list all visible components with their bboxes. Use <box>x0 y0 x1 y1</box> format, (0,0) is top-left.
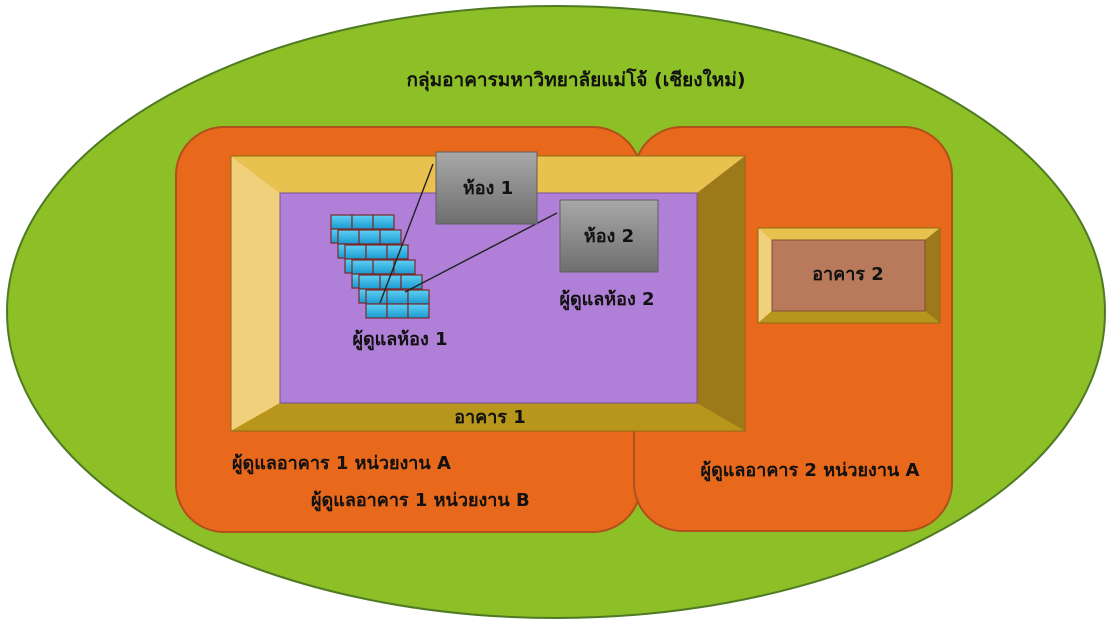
building1-label: อาคาร 1 <box>454 407 526 428</box>
tile <box>379 229 402 245</box>
tile <box>386 289 409 305</box>
tile <box>407 303 430 319</box>
tile <box>344 244 367 260</box>
building2-manager-a: ผู้ดูแลอาคาร 2 หน่วยงาน A <box>701 460 920 482</box>
building2-frame <box>757 227 941 324</box>
campus-title: กลุ่มอาคารมหาวิทยาลัยแม่โจ้ (เชียงใหม่) <box>406 68 745 92</box>
building2-floor <box>771 239 926 312</box>
tile <box>386 303 409 319</box>
leader-line-room2 <box>404 212 558 293</box>
room2-manager-label: ผู้ดูแลห้อง 2 <box>559 289 654 311</box>
building1-manager-a: ผู้ดูแลอาคาร 1 หน่วยงาน A <box>232 453 451 475</box>
building1-frame <box>230 155 746 432</box>
room2-box <box>559 199 659 273</box>
room1-label: ห้อง 1 <box>463 178 513 199</box>
tile <box>372 214 395 230</box>
tile <box>393 259 416 275</box>
room1-manager-label: ผู้ดูแลห้อง 1 <box>352 329 447 351</box>
building2-label: อาคาร 2 <box>812 264 884 285</box>
room1-box <box>435 151 538 225</box>
tile <box>372 259 395 275</box>
tile <box>400 274 423 290</box>
tile <box>407 289 430 305</box>
tile <box>351 214 374 230</box>
tile <box>365 303 388 319</box>
tile <box>365 244 388 260</box>
tile <box>337 229 360 245</box>
leader-line-room1 <box>379 163 434 304</box>
tile <box>351 259 374 275</box>
tile <box>358 229 381 245</box>
tile <box>330 214 353 230</box>
room2-label: ห้อง 2 <box>584 226 634 247</box>
building1-manager-b: ผู้ดูแลอาคาร 1 หน่วยงาน B <box>311 490 530 512</box>
tile <box>358 274 381 290</box>
